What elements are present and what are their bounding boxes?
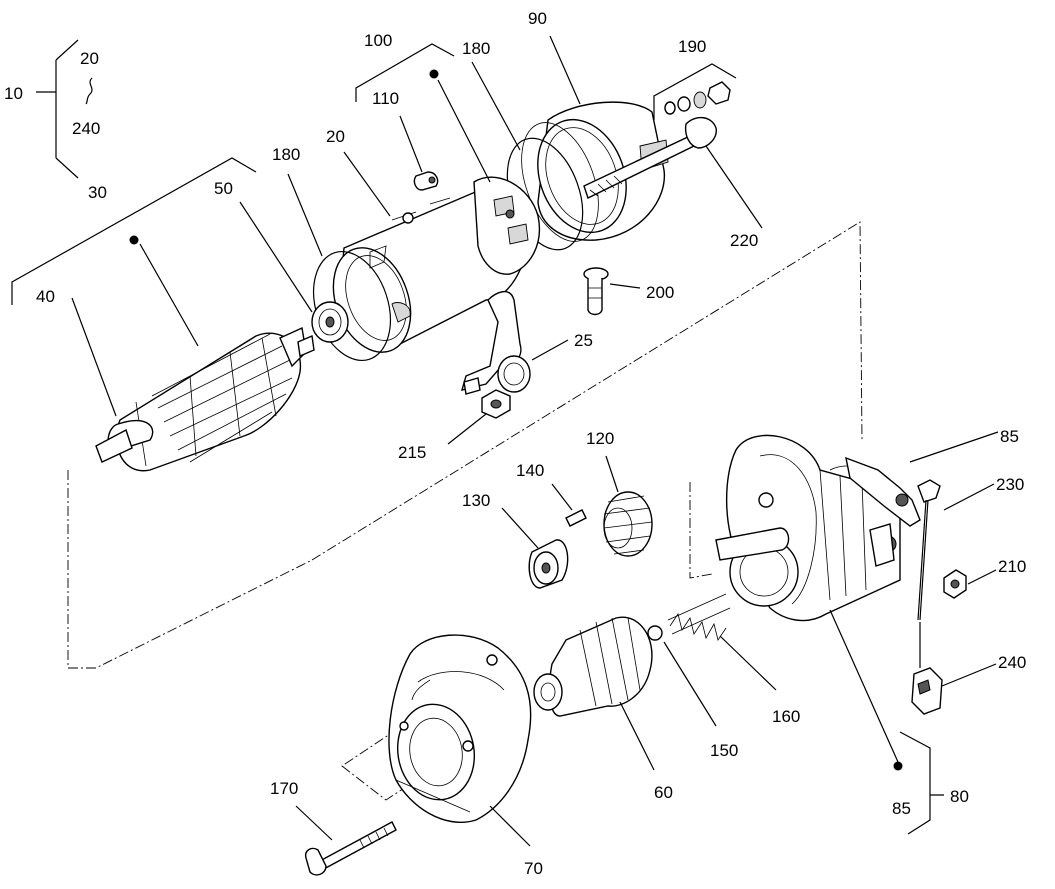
marker-dots [129, 69, 903, 771]
label-80: 80 [950, 787, 969, 806]
label-230: 230 [996, 475, 1024, 494]
label-90: 90 [528, 9, 547, 28]
label-180-lower: 180 [272, 145, 300, 164]
nut-210-part [943, 569, 967, 599]
label-200: 200 [646, 283, 674, 302]
label-170: 170 [270, 779, 298, 798]
brush-plate-part [473, 176, 540, 275]
label-150: 150 [710, 741, 738, 760]
label-20: 20 [326, 127, 345, 146]
end-cover-part [521, 101, 669, 242]
label-10: 10 [4, 84, 23, 103]
label-130: 130 [462, 491, 490, 510]
through-bolt-part [583, 117, 717, 199]
front-housing-part [388, 634, 532, 823]
idler-gear-part [603, 491, 653, 557]
brush-part [413, 171, 439, 191]
label-85-top: 85 [1000, 427, 1019, 446]
label-190: 190 [678, 37, 706, 56]
label-210: 210 [998, 557, 1026, 576]
leader-lines [71, 35, 999, 847]
label-240-group: 240 [72, 119, 100, 138]
pinion-drive-part [533, 616, 653, 717]
ball-part [647, 625, 663, 641]
nut-215-part [481, 389, 511, 419]
label-140: 140 [516, 461, 544, 480]
long-bolt-part [304, 821, 397, 876]
label-240: 240 [998, 653, 1026, 672]
label-85-lower: 85 [892, 799, 911, 818]
terminal-lead-part [460, 291, 531, 395]
label-20-group: 20 [80, 49, 99, 68]
label-70: 70 [524, 859, 543, 878]
label-160: 160 [772, 707, 800, 726]
bearing-part [311, 301, 349, 343]
armature-part [95, 326, 315, 472]
wire-part [917, 479, 941, 621]
label-120: 120 [586, 429, 614, 448]
drive-housing-part [715, 434, 921, 622]
label-215: 215 [398, 443, 426, 462]
spring-part [667, 593, 731, 641]
label-180-top: 180 [462, 39, 490, 58]
label-40: 40 [36, 287, 55, 306]
screw-part [583, 267, 609, 316]
clutch-part [528, 539, 569, 589]
label-110: 110 [372, 89, 399, 108]
group-brackets [11, 39, 944, 835]
terminal-240-part [911, 622, 943, 715]
callout-labels: 10 20 240 100 110 180 90 190 30 180 20 5… [4, 9, 1026, 878]
label-25: 25 [574, 331, 593, 350]
label-220: 220 [730, 231, 758, 250]
label-60: 60 [654, 783, 673, 802]
nut-washer-set-part [664, 81, 731, 115]
pin-part [565, 509, 587, 527]
label-100: 100 [364, 31, 392, 50]
label-50: 50 [214, 179, 233, 198]
label-30: 30 [88, 183, 107, 202]
